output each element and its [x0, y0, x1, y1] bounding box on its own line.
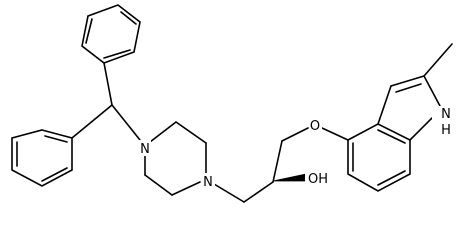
bond-ch-phenyl-lower — [71, 104, 113, 139]
label-n-lower: N — [203, 175, 213, 190]
phenyl-ring-lower — [11, 129, 73, 187]
stereo-wedge-bond — [272, 173, 307, 182]
bond-ch-piperazine — [111, 104, 141, 141]
benzhydryl-group — [11, 4, 141, 187]
atom-ether-o: O — [309, 117, 322, 134]
atom-n-upper: N — [139, 140, 151, 157]
label-indole-h: H — [441, 123, 451, 138]
atom-labels: N N O OH N H — [139, 106, 460, 190]
structural-formula: N N O OH N H — [11, 4, 460, 203]
label-indole-n: N — [441, 107, 451, 122]
phenyl-ring-upper — [81, 4, 141, 64]
propanol-chain — [213, 127, 309, 203]
piperazine-ring — [144, 121, 207, 196]
label-ether-o: O — [310, 119, 320, 134]
atom-hydroxyl: OH — [305, 170, 331, 187]
bond-methyl — [423, 43, 453, 77]
atom-n-lower: N — [202, 173, 215, 190]
label-n-upper: N — [140, 142, 150, 157]
atom-indole-nh: N H — [432, 106, 460, 140]
label-hydroxyl: OH — [308, 172, 328, 187]
bond-ch-phenyl-upper — [103, 62, 113, 106]
bond-o-indole — [321, 127, 349, 141]
methylindole-group — [321, 43, 453, 192]
